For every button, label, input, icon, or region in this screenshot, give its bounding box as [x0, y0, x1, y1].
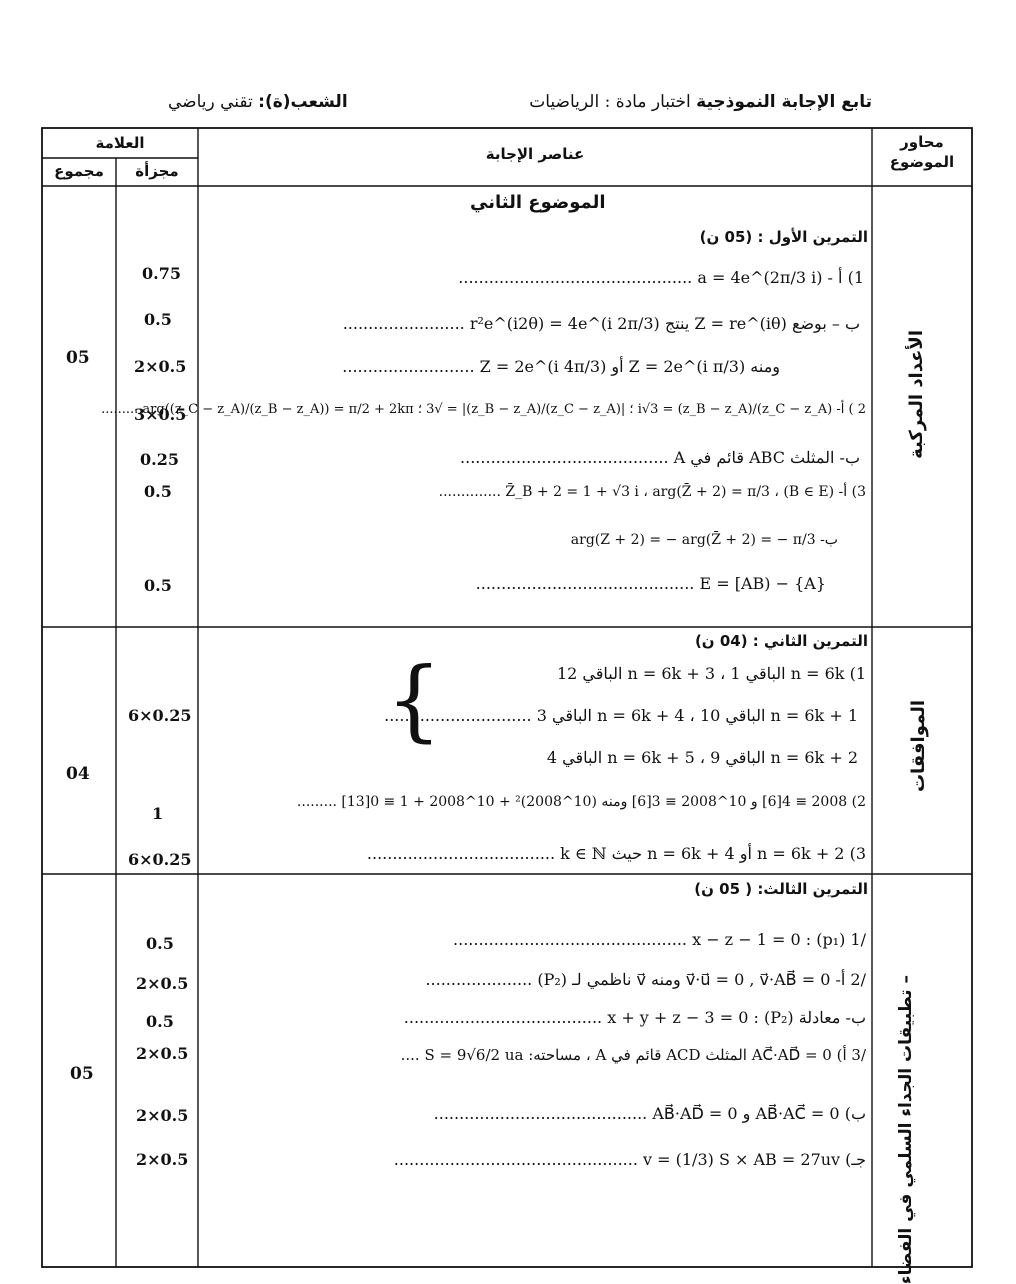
section-3-line-1: /1 (p₁) : x − z − 1 = 0 ................… — [453, 930, 866, 949]
section-2-mark-3: 6×0.25 — [128, 850, 192, 869]
section-3-line-2: /2 أ- v⃗·u⃗ = 0 , v⃗·AB⃗ = 0 ومنه v⃗ ناظ… — [425, 970, 866, 989]
header-branch-value: تقني رياضي — [168, 92, 259, 112]
section-3-line-6: جـ) v = (1/3) S × AB = 27uv ............… — [393, 1150, 866, 1169]
section-2-line-3: n = 6k + 2 الباقي 9 ، n = 6k + 5 الباقي … — [546, 748, 858, 767]
header-title-rest: اختبار مادة : الرياضيات — [529, 92, 697, 112]
section-2-title: التمرين الثاني : (04 ن) — [694, 632, 868, 650]
page-header-branch: الشعب(ة): تقني رياضي — [168, 92, 348, 112]
section-1-mark-6: 0.5 — [144, 482, 172, 501]
section-1-line-4: 2 ) أ- (z_C − z_A)/(z_B − z_A) = i√3 ؛ |… — [101, 402, 866, 417]
section-3-line-5: ب) AB⃗·AC⃗ = 0 و AB⃗·AD⃗ = 0 ...........… — [433, 1104, 866, 1123]
section-1-title: التمرين الأول : (05 ن) — [699, 228, 868, 246]
section-3-line-4: /3 أ) AC⃗·AD⃗ = 0 المثلث ACD قائم في A ،… — [400, 1046, 866, 1064]
section-1-total: 05 — [66, 348, 90, 368]
section-2-line-4: 2) 2008 ≡ 4[6] و 10^2008 ≡ 3[6] ومنه (10… — [296, 794, 866, 810]
section-2-mark-1: 6×0.25 — [128, 706, 192, 725]
section-1-mark-3: 2×0.5 — [134, 357, 187, 376]
section-3-mark-2: 2×0.5 — [136, 974, 189, 993]
section-1-mark-1: 0.75 — [142, 264, 181, 283]
header-answer-elements: عناصر الإجابة — [485, 145, 585, 163]
section-1-mark-4: 3×0.5 — [134, 405, 187, 424]
section-1-mark-7: 0.5 — [144, 576, 172, 595]
section-1-mark-5: 0.25 — [140, 450, 179, 469]
header-partial: مجزأة — [135, 162, 179, 180]
section-3-mark-3: 0.5 — [146, 1012, 174, 1031]
header-axes: محاور الموضوع — [889, 133, 955, 171]
section-1-line-7: ب- arg(Z + 2) = − arg(Z̄ + 2) = − π/3 — [570, 532, 838, 548]
header-total: مجموع — [54, 162, 104, 180]
section-1-line-2: ب – بوضع Z = re^(iθ) ينتج r²e^(i2θ) = 4e… — [342, 314, 860, 333]
section-1-line-1: 1) أ - a = 4e^(2π/3 i) .................… — [458, 268, 864, 287]
section-3-mark-4: 2×0.5 — [136, 1044, 189, 1063]
section-2-mark-2: 1 — [152, 804, 164, 823]
section-2-brace: { — [386, 648, 442, 751]
section-3-title: التمرين الثالث: ( 05 ن) — [694, 880, 868, 898]
section-3-line-3: ب- معادلة (P₂) : x + y + z − 3 = 0 .....… — [403, 1008, 866, 1027]
header-grade: العلامة — [95, 134, 145, 152]
section-1-line-5: ب- المثلث ABC قائم في A ................… — [460, 448, 860, 467]
page-header-title: تابع الإجابة النموذجية اختبار مادة : الر… — [529, 92, 872, 112]
section-2-line-5: 3) n = 6k + 2 أو n = 6k + 4 حيث k ∈ ℕ ..… — [366, 844, 866, 863]
section-1-line-6: 3) أ- Z̄_B + 2 = 1 + √3 i ، arg(Z̄ + 2) … — [438, 484, 866, 500]
section-1-mark-2: 0.5 — [144, 310, 172, 329]
section-3-total: 05 — [70, 1064, 94, 1084]
section-1-axis: الأعداد المركبة — [906, 330, 927, 459]
section-2-line-1: 1) n = 6k الباقي 1 ، n = 6k + 3 الباقي 1… — [556, 664, 866, 683]
section-2-axis: الموافقات — [908, 700, 929, 793]
header-branch-label: الشعب(ة): — [258, 92, 348, 112]
section-3-mark-6: 2×0.5 — [136, 1150, 189, 1169]
section-3-axis: تطبيقات الجداء السلمي في الفضاء – — [896, 975, 916, 1284]
section-1-line-3: ومنه Z = 2e^(i π/3) أو Z = 2e^(i 4π/3) .… — [342, 357, 780, 376]
subject-title: الموضوع الثاني — [470, 192, 606, 213]
section-2-line-2: n = 6k + 1 الباقي 10 ، n = 6k + 4 الباقي… — [384, 706, 858, 725]
section-2-total: 04 — [66, 764, 90, 784]
section-3-mark-1: 0.5 — [146, 934, 174, 953]
section-3-mark-5: 2×0.5 — [136, 1106, 189, 1125]
header-title-bold: تابع الإجابة النموذجية — [696, 92, 872, 112]
section-1-line-8: E = [AB) − {A} .........................… — [475, 574, 826, 593]
